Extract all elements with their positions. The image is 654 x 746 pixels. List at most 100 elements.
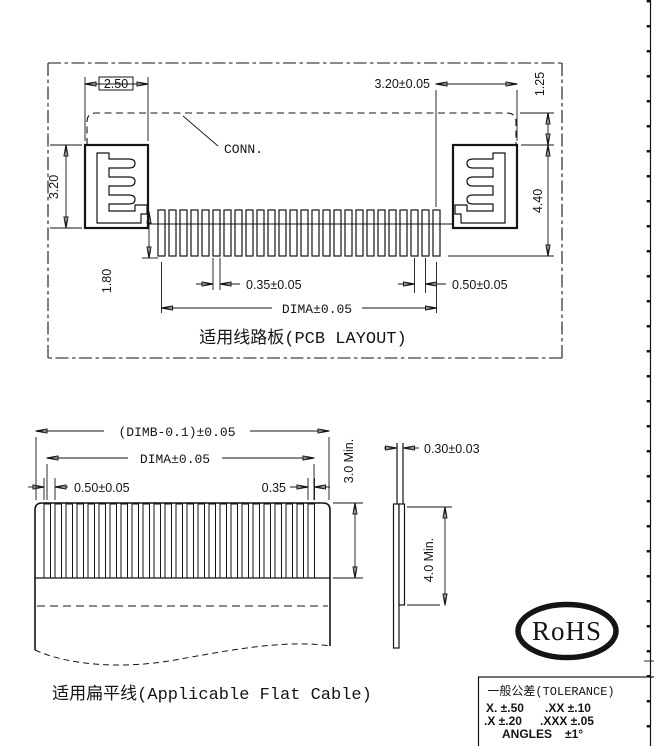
conn-callout: CONN. [182,115,263,157]
cable-conductor [131,503,139,579]
cable-conductor [230,503,238,579]
dim-pin-length: 1.80 [100,212,158,293]
dim-conductor-width: 0.35 [262,478,330,500]
dim-support-length-label: 4.0 Min. [422,538,436,582]
cable-conductor [87,503,95,579]
dim-thickness: 0.30±0.03 [384,442,480,456]
cable-conductor [98,503,106,579]
pin-pad [333,209,342,257]
pin-pad [201,209,210,257]
pin-pad [278,209,287,257]
cable-conductor [197,503,205,579]
cable-conductor [153,503,161,579]
left-pad-slots [96,152,148,224]
pin-pad [322,209,331,257]
pin-pad [256,209,265,257]
conn-label: CONN. [224,142,263,157]
dim-thickness-label: 0.30±0.03 [424,442,480,456]
pin-pad [223,209,232,257]
cable-conductor [186,503,194,579]
pin-pad [388,209,397,257]
dim-gap-label: 3.20±0.05 [374,77,430,91]
dim-conductor-width-label: 0.35 [262,481,286,495]
pin-pad [421,209,430,257]
pin-pad [245,209,254,257]
side-view-conductor [398,503,406,606]
tolerance-table: 一般公差(TOLERANCE) X. ±.50 .XX ±.10 .X ±.20… [477,676,654,746]
cable-conductor [285,503,293,579]
pin-pad [168,209,177,257]
pin-pad [355,209,364,257]
conn-leader-line [182,115,219,147]
dim-pad-height: 3.20 [47,145,82,228]
dim-exposed-length: 3.0 Min. [333,439,363,578]
dim-total-height-label: 4.40 [531,189,545,213]
pin-pad [432,209,441,257]
pin-pad [311,209,320,257]
dim-cable-span-label: DIMA±0.05 [140,452,210,467]
cable-conductor [263,503,271,579]
cable-break-line [34,643,331,666]
tolerance-title: 一般公差(TOLERANCE) [487,683,614,699]
pcb-view-caption: 适用线路板(PCB LAYOUT) [199,328,406,349]
rohs-logo: RoHS [515,601,619,661]
side-view-insulation [392,503,400,649]
cable-outline [34,502,331,650]
dim-cable-span: DIMA±0.05 [47,452,314,500]
cable-conductor [274,503,282,579]
cable-conductor [296,503,304,579]
dim-pitch-label: 0.50±0.05 [452,278,508,292]
conductor-row [43,503,315,579]
cable-conductor [241,503,249,579]
pin-pad [190,209,199,257]
cable-conductor [175,503,183,579]
dim-pad-height-label: 3.20 [47,175,61,199]
rohs-label: RoHS [532,616,602,646]
right-pad-block [451,143,519,230]
tolerance-row3-left: ANGLES [502,727,552,741]
pin-pad [234,209,243,257]
left-pad-block [83,143,150,230]
pin-pad [366,209,375,257]
right-pad-slots [454,152,506,224]
pin-pad [399,209,408,257]
dim-overall-label: (DIMB-0.1)±0.05 [118,425,235,440]
dim-top-offset: 1.25 [520,72,554,145]
view-boundary [47,62,563,359]
pin-pad [212,209,221,257]
tolerance-row2-right: .XXX ±.05 [540,714,594,728]
dim-pad-width-label: 2.50 [104,77,128,91]
dim-exposed-length-label: 3.0 Min. [342,439,356,483]
dim-pin-length-label: 1.80 [100,269,114,293]
cable-conductor [43,503,51,579]
tolerance-row1-right: .XX ±.10 [545,701,591,715]
cable-conductor [307,503,315,579]
cable-conductor [208,503,216,579]
dim-support-length: 4.0 Min. [407,507,452,605]
tolerance-row2-left: .X ±.20 [484,714,522,728]
pcb-layout-view: 2.50 3.20 3.20±0.05 1.25 4.40 [47,62,563,359]
cable-conductor [54,503,62,579]
cable-conductor [252,503,260,579]
cable-conductor [164,503,172,579]
pin-pad [410,209,419,257]
pin-pad [377,209,386,257]
tolerance-box-border [477,676,654,746]
dim-span-label: DIMA±0.05 [282,302,352,317]
dim-cable-pitch: 0.50±0.05 [28,478,130,500]
dim-cable-pitch-label: 0.50±0.05 [74,481,130,495]
pin-pad [179,209,188,257]
pin-pad [289,209,298,257]
tolerance-row3-right: ±1° [565,727,583,741]
cable-conductor [109,503,117,579]
cable-conductor [142,503,150,579]
dim-span: DIMA±0.05 [162,262,437,317]
sheet-border [644,0,654,746]
dim-total-height: 4.40 [448,145,554,256]
cable-conductor [219,503,227,579]
dim-top-offset-label: 1.25 [533,72,547,96]
dim-pad-w: 0.35±0.05 [196,258,302,292]
dim-gap: 3.20±0.05 [374,77,517,207]
pin-row [157,209,441,257]
